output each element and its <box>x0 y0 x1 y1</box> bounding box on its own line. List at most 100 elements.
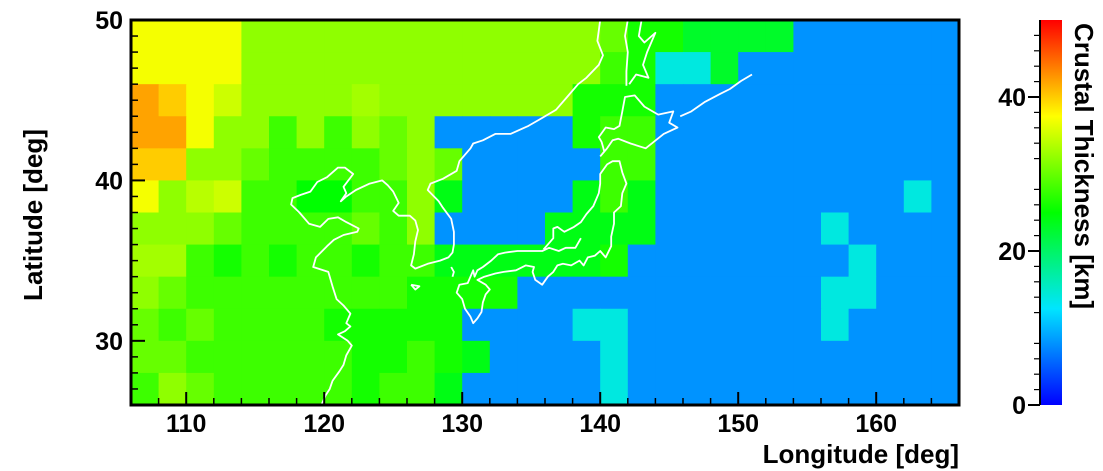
heatmap-cell <box>572 276 601 310</box>
heatmap-cell <box>269 276 298 310</box>
heatmap-cell <box>269 308 298 342</box>
heatmap-cell <box>572 20 601 53</box>
heatmap-cell <box>213 212 242 246</box>
heatmap-cell <box>572 116 601 149</box>
heatmap-cell <box>407 52 436 85</box>
x-axis-title: Longitude [deg] <box>763 439 959 469</box>
heatmap-cell <box>903 148 932 182</box>
heatmap-cell <box>241 244 270 278</box>
heatmap-cell <box>931 180 960 214</box>
heatmap-cell <box>572 84 601 117</box>
heatmap-cell <box>876 52 905 85</box>
colorbar-tick-label: 40 <box>998 84 1026 112</box>
heatmap-cell <box>793 244 822 278</box>
heatmap-cell <box>848 340 877 374</box>
heatmap-cell <box>738 340 767 374</box>
heatmap-cell <box>186 244 215 278</box>
heatmap-cell <box>434 308 463 342</box>
heatmap-cell <box>241 372 270 406</box>
heatmap-cell <box>517 340 546 374</box>
heatmap-cell <box>269 52 298 85</box>
heatmap-cell <box>627 372 656 406</box>
heatmap-cell <box>213 116 242 149</box>
heatmap-cell <box>765 84 794 117</box>
heatmap-cell <box>489 340 518 374</box>
heatmap-cell <box>627 148 656 182</box>
heatmap-cell <box>186 52 215 85</box>
heatmap-cell <box>379 340 408 374</box>
heatmap-cell <box>517 308 546 342</box>
heatmap-cell <box>158 276 187 310</box>
heatmap-cell <box>793 180 822 214</box>
heatmap-cell <box>710 308 739 342</box>
x-tick-label: 110 <box>166 410 206 438</box>
heatmap-cell <box>931 148 960 182</box>
heatmap-cells <box>131 20 960 406</box>
heatmap-cell <box>738 148 767 182</box>
heatmap-cell <box>821 340 850 374</box>
heatmap-cell <box>379 20 408 53</box>
coastline <box>624 20 657 86</box>
heatmap-cell <box>931 276 960 310</box>
heatmap-cell <box>213 180 242 214</box>
heatmap-cell <box>517 212 546 246</box>
heatmap-cell <box>572 308 601 342</box>
coastline <box>290 20 604 405</box>
heatmap-cell <box>848 372 877 406</box>
heatmap-cell <box>903 52 932 85</box>
heatmap-cell <box>738 308 767 342</box>
heatmap-cell <box>434 84 463 117</box>
heatmap-cell <box>489 308 518 342</box>
heatmap-cell <box>600 340 629 374</box>
heatmap-cell <box>462 20 491 53</box>
heatmap-cell <box>296 340 325 374</box>
heatmap-cell <box>683 20 712 53</box>
heatmap-cell <box>903 116 932 149</box>
heatmap-cell <box>517 84 546 117</box>
heatmap-cell <box>241 308 270 342</box>
heatmap-cell <box>269 340 298 374</box>
heatmap-cell <box>324 84 353 117</box>
coastline-overlay <box>290 20 753 405</box>
heatmap-cell <box>765 308 794 342</box>
heatmap-cell <box>738 180 767 214</box>
heatmap-cell <box>379 116 408 149</box>
heatmap-cell <box>379 52 408 85</box>
heatmap-cell <box>765 340 794 374</box>
heatmap-cell <box>351 52 380 85</box>
heatmap-cell <box>241 116 270 149</box>
heatmap-cell <box>683 372 712 406</box>
heatmap-cell <box>903 20 932 53</box>
heatmap-cell <box>158 180 187 214</box>
heatmap-cell <box>379 372 408 406</box>
heatmap-cell <box>710 212 739 246</box>
heatmap-cell <box>931 20 960 53</box>
heatmap-cell <box>765 148 794 182</box>
heatmap-cell <box>158 372 187 406</box>
heatmap-cell <box>296 116 325 149</box>
heatmap-cell <box>434 212 463 246</box>
heatmap-cell <box>848 244 877 278</box>
heatmap-cell <box>683 276 712 310</box>
heatmap-cell <box>158 148 187 182</box>
heatmap-cell <box>462 308 491 342</box>
heatmap-cell <box>738 116 767 149</box>
heatmap-cell <box>903 180 932 214</box>
heatmap-cell <box>710 20 739 53</box>
heatmap-cell <box>821 20 850 53</box>
heatmap-cell <box>351 340 380 374</box>
heatmap-cell <box>324 116 353 149</box>
heatmap-cell <box>848 212 877 246</box>
heatmap-cell <box>793 148 822 182</box>
heatmap-cell <box>186 276 215 310</box>
heatmap-cell <box>186 84 215 117</box>
heatmap-cell <box>572 372 601 406</box>
heatmap-cell <box>213 244 242 278</box>
heatmap-cell <box>296 180 325 214</box>
heatmap-cell <box>655 372 684 406</box>
heatmap-cell <box>407 308 436 342</box>
heatmap-cell <box>600 180 629 214</box>
heatmap-cell <box>158 52 187 85</box>
heatmap-cell <box>296 212 325 246</box>
